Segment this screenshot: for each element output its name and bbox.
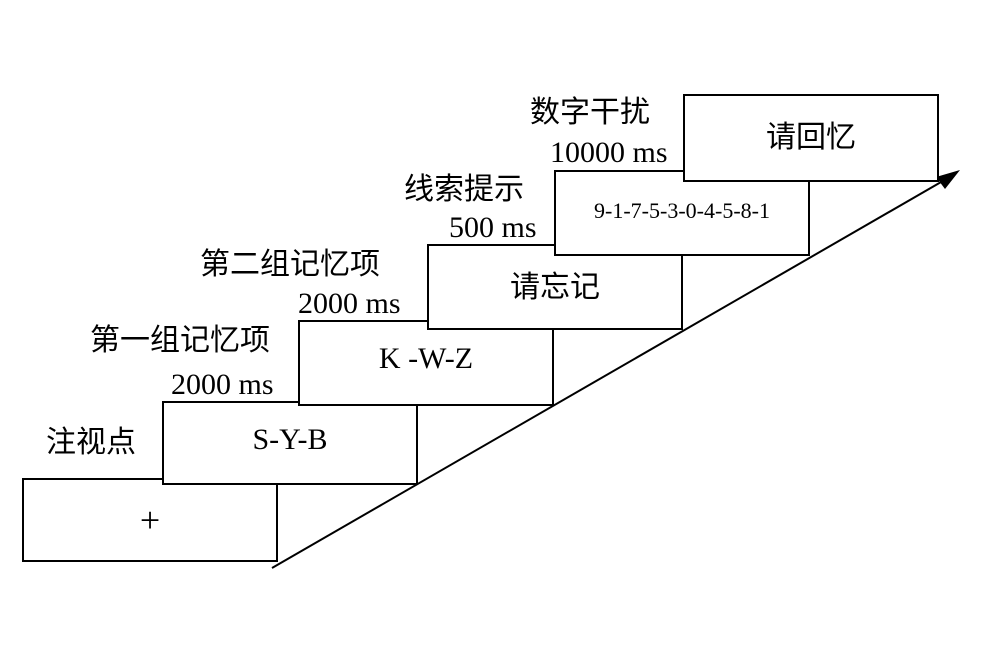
cue-text: 请忘记 xyxy=(510,271,600,304)
fixation-screen: + xyxy=(22,478,278,562)
distractor-screen: 9-1-7-5-3-0-4-5-8-1 xyxy=(554,170,810,256)
first-memory-set-label: 第一组记忆项 xyxy=(90,324,270,357)
recall-screen: 请回忆 xyxy=(683,94,939,182)
distractor-label: 数字干扰 xyxy=(530,96,650,129)
fixation-label: 注视点 xyxy=(46,426,136,459)
first-memory-set-letters: S-Y-B xyxy=(252,423,328,456)
cue-screen: 请忘记 xyxy=(427,244,683,330)
cue-label: 线索提示 xyxy=(404,173,524,206)
fixation-cross: + xyxy=(139,500,161,540)
cue-duration: 500 ms xyxy=(449,211,537,244)
first-memory-set-duration: 2000 ms xyxy=(171,368,274,401)
distractor-digits: 9-1-7-5-3-0-4-5-8-1 xyxy=(594,198,770,223)
first-memory-set-screen: S-Y-B xyxy=(162,401,418,485)
second-memory-set-label: 第二组记忆项 xyxy=(200,248,380,281)
second-memory-set-letters: K -W-Z xyxy=(378,342,474,375)
distractor-duration: 10000 ms xyxy=(550,136,668,169)
recall-text: 请回忆 xyxy=(766,121,856,154)
second-memory-set-duration: 2000 ms xyxy=(298,287,401,320)
second-memory-set-screen: K -W-Z xyxy=(298,320,554,406)
